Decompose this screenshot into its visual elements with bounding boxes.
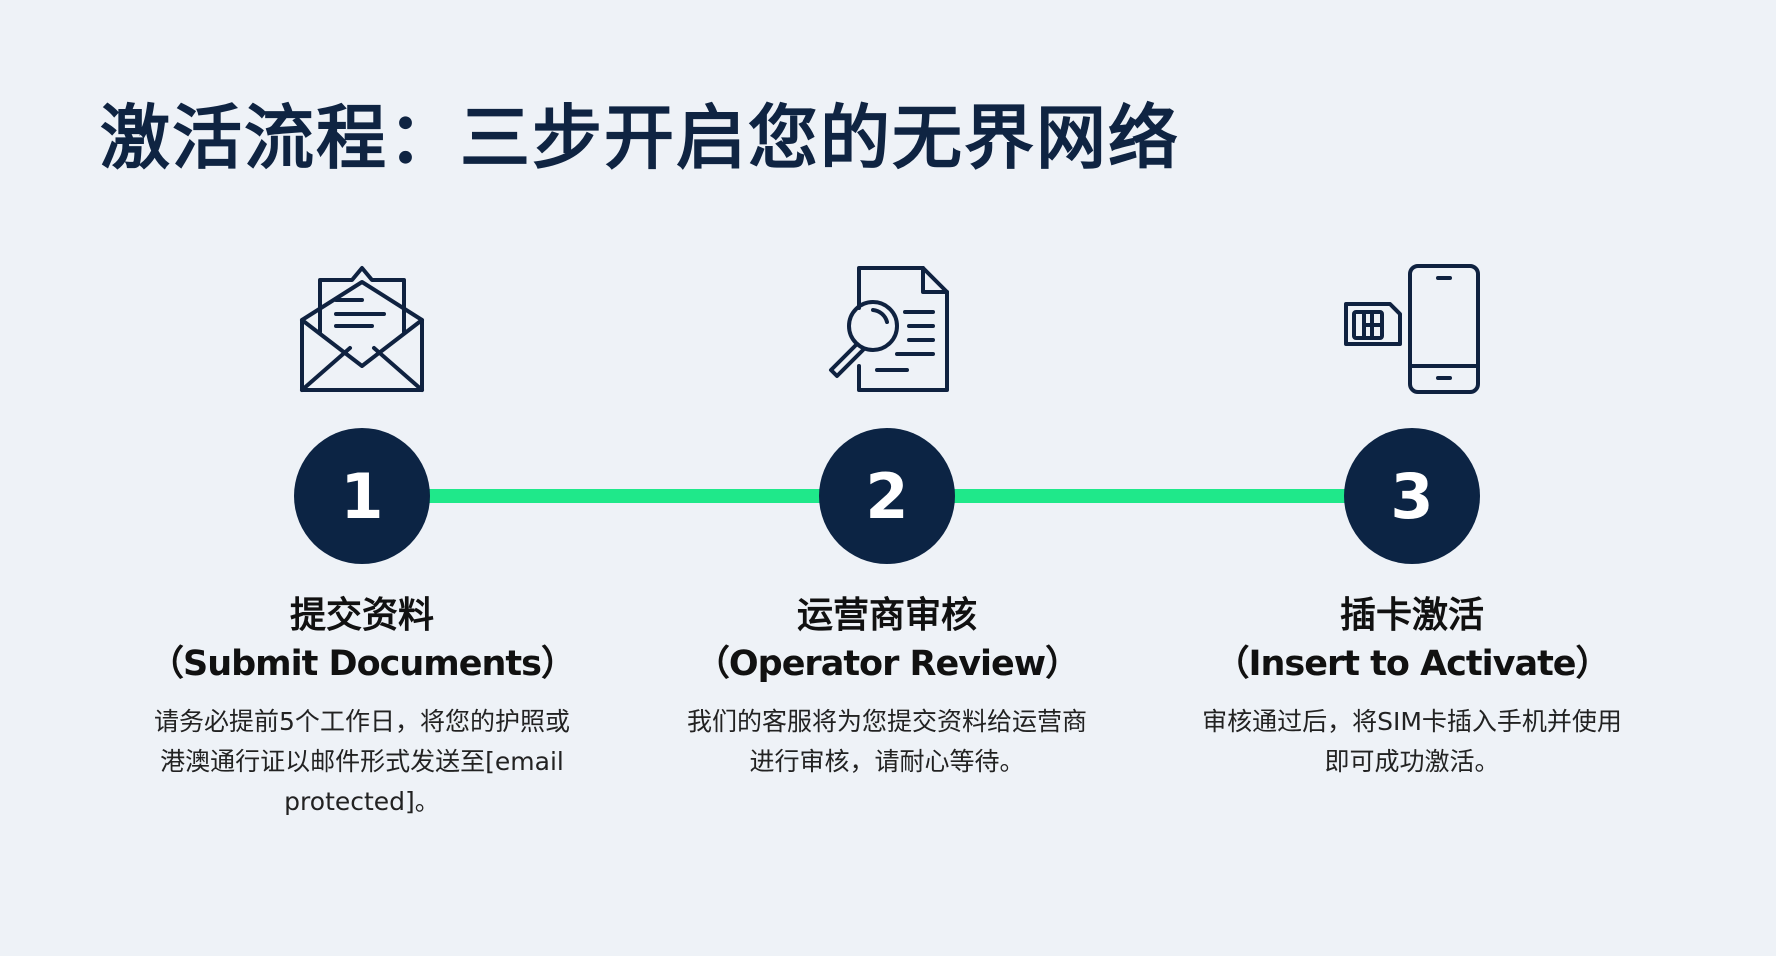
envelope-document-icon	[300, 266, 424, 392]
page-title: 激活流程：三步开启您的无界网络	[100, 97, 1180, 179]
sim-card-phone-icon	[1344, 264, 1480, 394]
step-description: 我们的客服将为您提交资料给运营商进行审核，请耐心等待。	[686, 707, 1087, 776]
step-number-3: 3	[1344, 428, 1480, 564]
step-number-1: 1	[294, 428, 430, 564]
step-title-cn: 运营商审核	[796, 595, 977, 636]
step-title-cn: 提交资料	[289, 595, 434, 636]
step-description: 请务必提前5个工作日，将您的护照或港澳通行证以邮件形式发送至[email pro…	[154, 707, 570, 816]
step-1: 提交资料 （Submit Documents） 请务必提前5个工作日，将您的护照…	[132, 592, 592, 822]
document-search-icon	[829, 266, 949, 392]
step-number-2: 2	[819, 428, 955, 564]
step-description: 审核通过后，将SIM卡插入手机并使用即可成功激活。	[1202, 707, 1622, 776]
step-title-en: （Insert to Activate）	[1214, 644, 1610, 684]
step-title-en: （Submit Documents）	[148, 644, 576, 684]
step-3: 插卡激活 （Insert to Activate） 审核通过后，将SIM卡插入手…	[1182, 592, 1642, 782]
progress-connector-1-2	[420, 489, 840, 503]
step-2: 运营商审核 （Operator Review） 我们的客服将为您提交资料给运营商…	[657, 592, 1117, 782]
step-title-en: （Operator Review）	[694, 644, 1080, 684]
progress-connector-2-3	[940, 489, 1360, 503]
step-title-cn: 插卡激活	[1339, 595, 1484, 636]
